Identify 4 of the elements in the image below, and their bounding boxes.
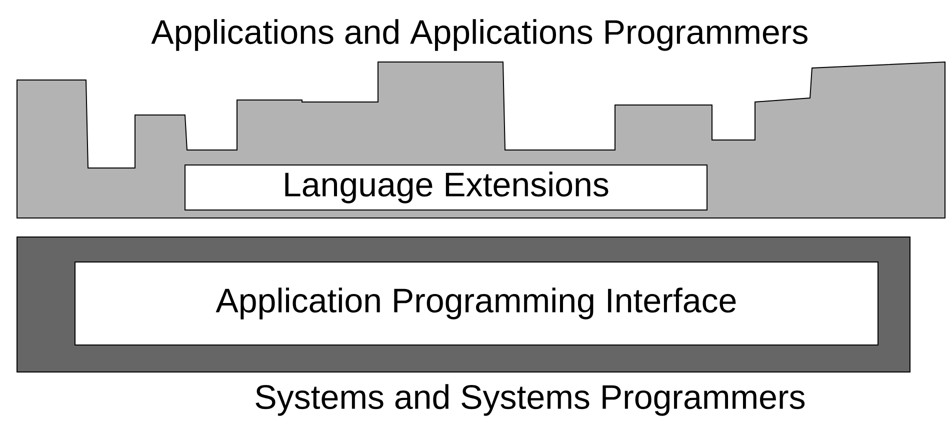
layer-label: Systems and Systems Programmers <box>256 384 805 416</box>
layer-label: Applications and Applications Programmers <box>151 19 808 51</box>
text-box: Language Extensions <box>184 164 708 210</box>
text-box: Application Programming Interface <box>74 261 878 346</box>
